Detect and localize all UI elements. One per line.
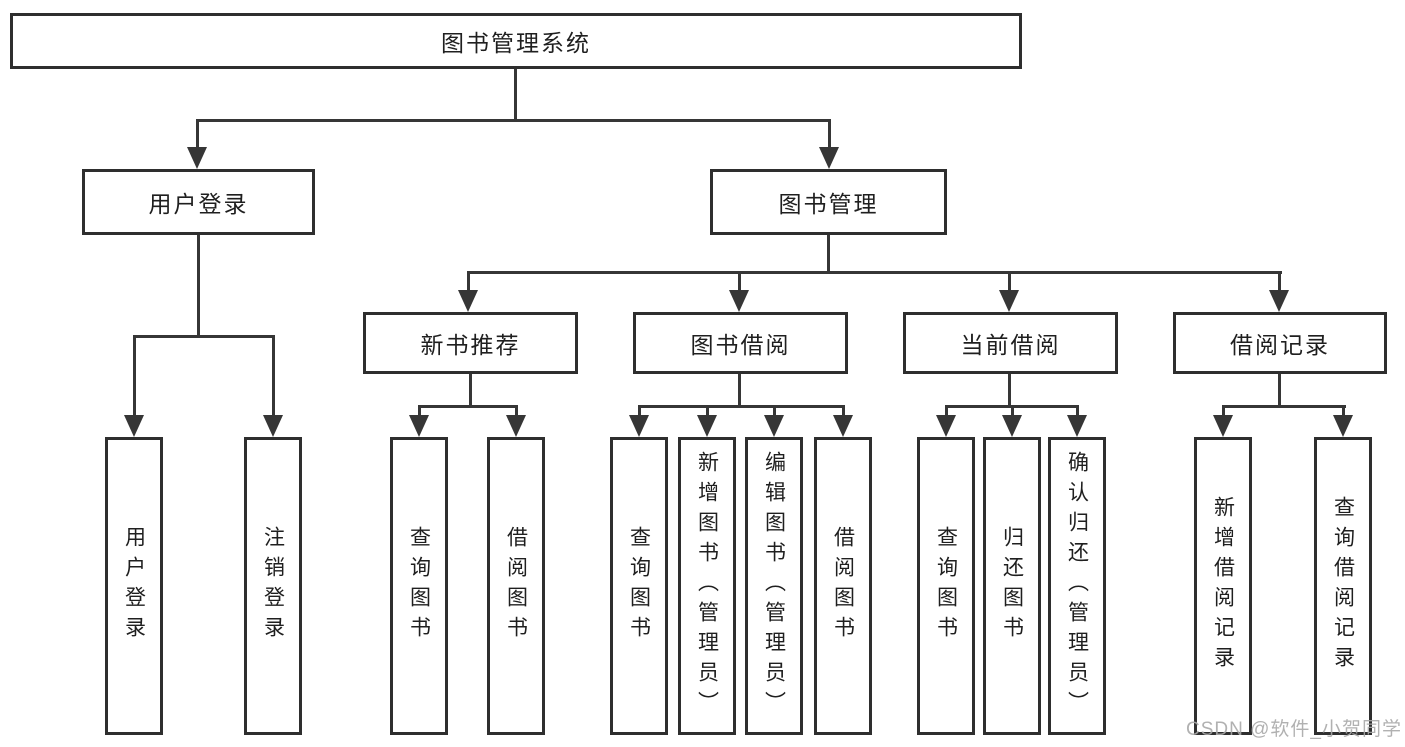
connector-line-v [133, 335, 136, 417]
arrowhead-down-icon [936, 415, 956, 437]
leaf-return-books-label: 归还图书 [1000, 526, 1024, 646]
leaf-add-borrow-record-label: 新增借阅记录 [1211, 496, 1235, 676]
connector-line-h [196, 119, 831, 122]
leaf-add-books-admin: 新增图书（管理员） [678, 437, 736, 735]
leaf-query-books-recommend-label: 查询图书 [407, 526, 431, 646]
leaf-query-books-current: 查询图书 [917, 437, 975, 735]
arrowhead-down-icon [764, 415, 784, 437]
node-new-book-recommend-label: 新书推荐 [420, 332, 521, 358]
connector-line-v [514, 69, 517, 121]
arrowhead-down-icon [833, 415, 853, 437]
connector-line-v [706, 405, 709, 418]
connector-line-v [638, 405, 641, 418]
leaf-logout: 注销登录 [244, 437, 302, 735]
node-user-login-label: 用户登录 [148, 191, 249, 217]
connector-line-v [1222, 405, 1225, 418]
node-user-login: 用户登录 [82, 169, 315, 235]
connector-line-v [197, 235, 200, 337]
arrowhead-down-icon [124, 415, 144, 437]
connector-line-v [828, 119, 831, 149]
connector-line-v [418, 405, 421, 418]
leaf-borrow-books-recommend: 借阅图书 [487, 437, 545, 735]
node-new-book-recommend: 新书推荐 [363, 312, 578, 374]
connector-line-v [467, 271, 470, 293]
connector-line-v [1008, 271, 1011, 293]
connector-line-h [133, 335, 275, 338]
leaf-add-books-admin-label: 新增图书（管理员） [695, 451, 719, 721]
leaf-borrow-books-label: 借阅图书 [831, 526, 855, 646]
connector-line-v [945, 405, 948, 418]
node-book-borrowing-label: 图书借阅 [690, 332, 791, 358]
leaf-borrow-books-recommend-label: 借阅图书 [504, 526, 528, 646]
leaf-query-books-borrowing: 查询图书 [610, 437, 668, 735]
connector-line-v [1011, 405, 1014, 418]
leaf-query-books-borrowing-label: 查询图书 [627, 526, 651, 646]
arrowhead-down-icon [1269, 290, 1289, 312]
leaf-edit-books-admin: 编辑图书（管理员） [745, 437, 803, 735]
node-borrowing-records-label: 借阅记录 [1230, 332, 1330, 358]
leaf-confirm-return-admin-label: 确认归还（管理员） [1065, 451, 1089, 721]
leaf-edit-books-admin-label: 编辑图书（管理员） [762, 451, 786, 721]
leaf-query-borrow-record: 查询借阅记录 [1314, 437, 1372, 735]
arrowhead-down-icon [409, 415, 429, 437]
node-borrowing-records: 借阅记录 [1173, 312, 1387, 374]
leaf-logout-label: 注销登录 [261, 526, 285, 646]
connector-line-v [469, 374, 472, 408]
arrowhead-down-icon [187, 147, 207, 169]
connector-line-v [738, 271, 741, 293]
connector-line-v [738, 374, 741, 408]
connector-line-h [467, 271, 1282, 274]
node-root-label: 图书管理系统 [441, 30, 591, 56]
arrowhead-down-icon [729, 290, 749, 312]
connector-line-h [1222, 405, 1346, 408]
connector-line-h [638, 405, 845, 408]
arrowhead-down-icon [1333, 415, 1353, 437]
leaf-user-login: 用户登录 [105, 437, 163, 735]
connector-line-v [1076, 405, 1079, 418]
connector-line-v [1342, 405, 1345, 418]
arrowhead-down-icon [999, 290, 1019, 312]
leaf-confirm-return-admin: 确认归还（管理员） [1048, 437, 1106, 735]
connector-line-v [196, 119, 199, 149]
leaf-return-books: 归还图书 [983, 437, 1041, 735]
node-book-borrowing: 图书借阅 [633, 312, 848, 374]
connector-line-v [827, 235, 830, 274]
arrowhead-down-icon [697, 415, 717, 437]
csdn-watermark: CSDN @软件_小贺同学 [1186, 719, 1402, 740]
connector-line-h [418, 405, 518, 408]
leaf-query-books-current-label: 查询图书 [934, 526, 958, 646]
connector-line-v [1278, 374, 1281, 408]
connector-line-v [773, 405, 776, 418]
leaf-query-borrow-record-label: 查询借阅记录 [1331, 496, 1355, 676]
arrowhead-down-icon [819, 147, 839, 169]
node-current-borrowing-label: 当前借阅 [960, 332, 1061, 358]
leaf-user-login-label: 用户登录 [122, 526, 146, 646]
arrowhead-down-icon [263, 415, 283, 437]
arrowhead-down-icon [629, 415, 649, 437]
leaf-borrow-books: 借阅图书 [814, 437, 872, 735]
node-book-management-label: 图书管理 [778, 191, 879, 217]
arrowhead-down-icon [458, 290, 478, 312]
leaf-add-borrow-record: 新增借阅记录 [1194, 437, 1252, 735]
connector-line-v [272, 335, 275, 417]
connector-line-v [515, 405, 518, 418]
connector-line-v [842, 405, 845, 418]
connector-line-v [1008, 374, 1011, 408]
arrowhead-down-icon [506, 415, 526, 437]
node-book-management: 图书管理 [710, 169, 947, 235]
arrowhead-down-icon [1002, 415, 1022, 437]
arrowhead-down-icon [1067, 415, 1087, 437]
leaf-query-books-recommend: 查询图书 [390, 437, 448, 735]
node-root: 图书管理系统 [10, 13, 1022, 69]
node-current-borrowing: 当前借阅 [903, 312, 1118, 374]
connector-line-v [1278, 271, 1281, 293]
arrowhead-down-icon [1213, 415, 1233, 437]
